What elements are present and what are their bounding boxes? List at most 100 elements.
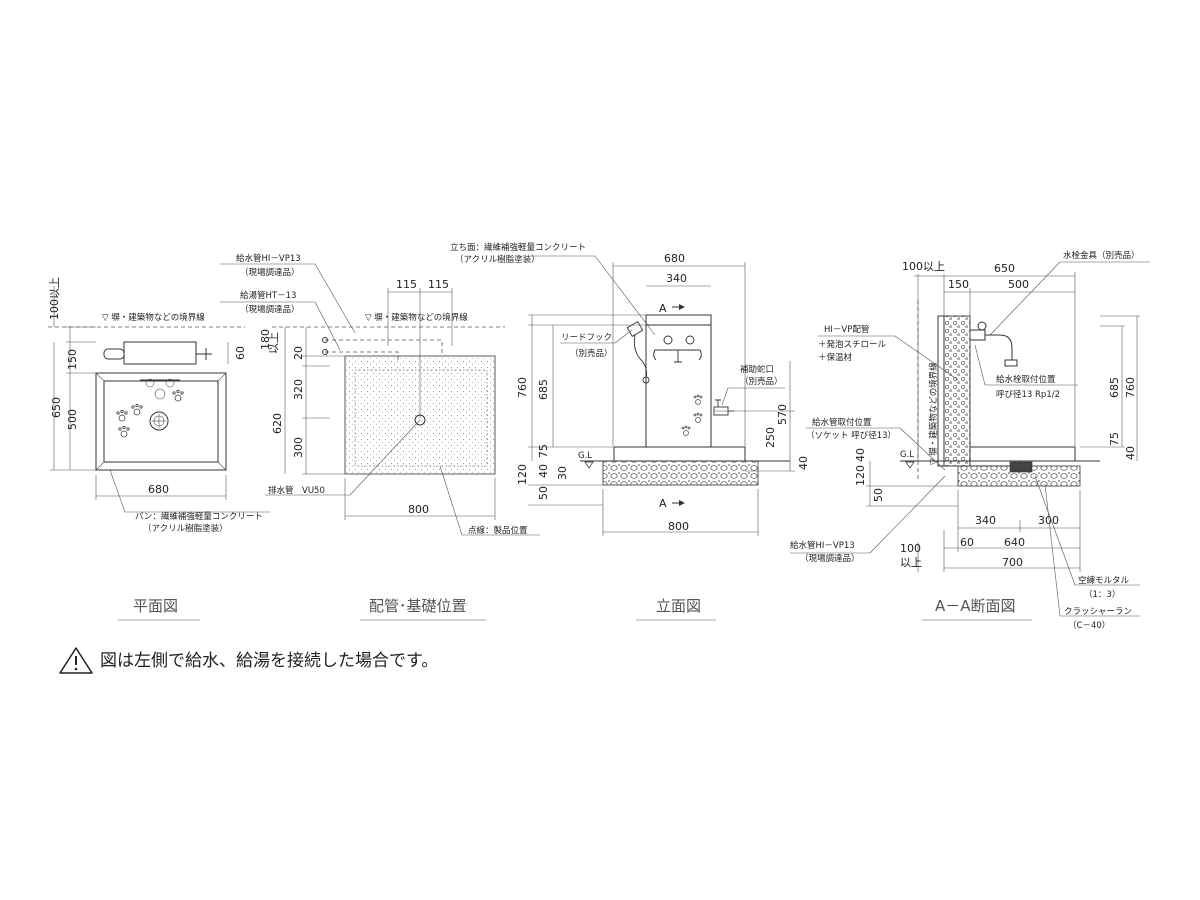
piping-product-outline [354, 369, 488, 467]
section-drain-pipe [1009, 461, 1033, 473]
piping-drain-label: 排水管 VU50 [268, 485, 325, 496]
plan-dim-650: 650 [50, 397, 63, 418]
plan-drain [149, 411, 169, 431]
piping-dim-115b: 115 [428, 278, 449, 291]
plan-paw-prints [116, 389, 184, 438]
piping-dim-620: 620 [271, 413, 284, 434]
piping-hot-label-1: 給湯管HT－13 [240, 290, 296, 301]
elevation-dim-800: 800 [668, 520, 689, 533]
elevation-gl-label: G.L [578, 451, 592, 461]
caption-piping: 配管･基礎位置 [369, 597, 467, 615]
section-crusher-label-2: （C－40） [1068, 620, 1110, 631]
section-dim-650: 650 [994, 262, 1015, 275]
elevation-dim-50: 50 [537, 486, 550, 500]
section-dim-500: 500 [1008, 278, 1029, 291]
elevation-hose-hook [626, 321, 650, 384]
captions: 平面図 配管･基礎位置 立面図 A－A断面図 [118, 597, 1032, 621]
elevation-dim-75: 75 [537, 444, 550, 458]
section-crusher-label-1: クラッシャーラン [1064, 607, 1132, 617]
section-view: 100以上 650 150 500 水栓金具（別売品） ▽ 塀・建築物などの境界… [790, 250, 1150, 631]
elevation-aux-tap [713, 399, 734, 416]
piping-supply-pipe [325, 339, 443, 356]
section-mortar-label-1: 空練モルタル [1078, 575, 1130, 586]
piping-dotted-label: 点線：製品位置 [468, 525, 528, 536]
plan-pan-label-1: パン：繊維補強軽量コンクリート [135, 511, 263, 522]
elevation-hook-label-2: （別売品） [570, 348, 613, 359]
piping-dim-320: 320 [292, 379, 305, 400]
section-column [943, 315, 971, 467]
plan-pan-label-2: （アクリル樹脂塗装） [143, 523, 228, 534]
plan-hose-connector [103, 348, 125, 360]
elevation-dim-40: 40 [537, 464, 550, 478]
elevation-a-bottom: A [659, 497, 667, 510]
piping-dim-300: 300 [292, 437, 305, 458]
elevation-column [645, 314, 712, 448]
piping-drain [414, 414, 426, 426]
piping-dim-20: 20 [292, 346, 305, 360]
plan-pan-outer [95, 372, 227, 471]
section-dim-120: 120 [854, 465, 867, 486]
plan-dim-60: 60 [234, 346, 247, 360]
plan-view: ▽ 塀・建築物などの境界線 100以上 [48, 277, 270, 534]
caption-plan: 平面図 [133, 597, 178, 615]
elevation-view: 立ち面：繊維補強軽量コンクリート （アクリル樹脂塗装） 680 340 A [450, 242, 810, 536]
elevation-pan [613, 446, 746, 462]
piping-dim-115a: 115 [396, 278, 417, 291]
section-dim-685: 685 [1108, 377, 1121, 398]
section-dim-150: 150 [948, 278, 969, 291]
section-dim-50: 50 [872, 488, 885, 502]
elevation-dim-250: 250 [764, 427, 777, 448]
section-pipe-label-2: （現場調達品） [800, 553, 860, 564]
section-mortar-label-2: （1：3） [1084, 589, 1120, 600]
section-dim-60: 60 [960, 536, 974, 549]
section-vp-label-3: ＋保温材 [818, 352, 853, 363]
piping-dim-180: 180 [259, 329, 272, 350]
plan-dim-150: 150 [66, 349, 79, 370]
section-faucet [970, 329, 1013, 360]
plan-pan-inner [103, 380, 219, 463]
section-dim-40-right: 40 [1124, 446, 1137, 460]
section-dim-760: 760 [1124, 377, 1137, 398]
section-clearance-bottom-2: 以上 [900, 556, 922, 569]
elevation-aux-label-2: （別売品） [740, 376, 783, 387]
piping-hot-label-2: （現場調達品） [240, 304, 300, 315]
piping-dim-800: 800 [408, 503, 429, 516]
section-dim-700: 700 [1002, 556, 1023, 569]
elevation-material-2: （アクリル樹脂塗装） [455, 254, 540, 265]
section-clearance-top: 100以上 [902, 260, 945, 273]
caption-section: A－A断面図 [935, 597, 1016, 615]
plan-dim-680: 680 [148, 483, 169, 496]
elevation-paw-prints [681, 394, 703, 436]
section-supply-pos-1: 給水管取付位置 [812, 417, 872, 428]
section-dim-640: 640 [1004, 536, 1025, 549]
caption-elevation: 立面図 [656, 597, 701, 615]
plan-faucet-block [123, 341, 197, 365]
plan-dim-500: 500 [66, 409, 79, 430]
section-vp-label-2: ＋発泡スチロール [818, 339, 887, 350]
elevation-dim-760: 760 [516, 377, 529, 398]
plan-clearance-label: 100以上 [48, 277, 61, 320]
warning-icon [59, 647, 93, 674]
piping-supply-label-2: （現場調達品） [240, 267, 300, 278]
piping-view: 給水管HI－VP13 （現場調達品） 給湯管HT－13 （現場調達品） ▽ 塀・… [220, 253, 540, 536]
section-dim-40-left: 40 [854, 448, 867, 462]
elevation-faucet [653, 335, 702, 363]
section-vp-label-1: HI－VP配管 [824, 324, 869, 335]
elevation-hook-label-1: リードフック [561, 333, 612, 343]
piping-boundary-label: ▽ 塀・建築物などの境界線 [365, 312, 468, 323]
piping-supply-label-1: 給水管HI－VP13 [236, 253, 301, 264]
elevation-a-top: A [659, 302, 667, 315]
elevation-foundation [602, 460, 759, 486]
plan-boundary-label: ▽ 塀・建築物などの境界線 [102, 312, 205, 323]
section-dim-340: 340 [975, 514, 996, 527]
section-pipe-label-1: 給水管HI－VP13 [790, 540, 855, 551]
section-tap-pos-1: 給水栓取付位置 [996, 374, 1056, 385]
section-dim-75: 75 [1108, 432, 1121, 446]
elevation-dim-685: 685 [537, 379, 550, 400]
elevation-dim-680: 680 [664, 252, 685, 265]
piping-clearance: 以上 [267, 332, 280, 354]
section-boundary-label: ▽ 塀・建築物などの境界線 [928, 362, 939, 465]
notice-text: 図は左側で給水、給湯を接続した場合です。 [100, 651, 439, 671]
section-clearance-bottom-1: 100 [900, 542, 921, 555]
